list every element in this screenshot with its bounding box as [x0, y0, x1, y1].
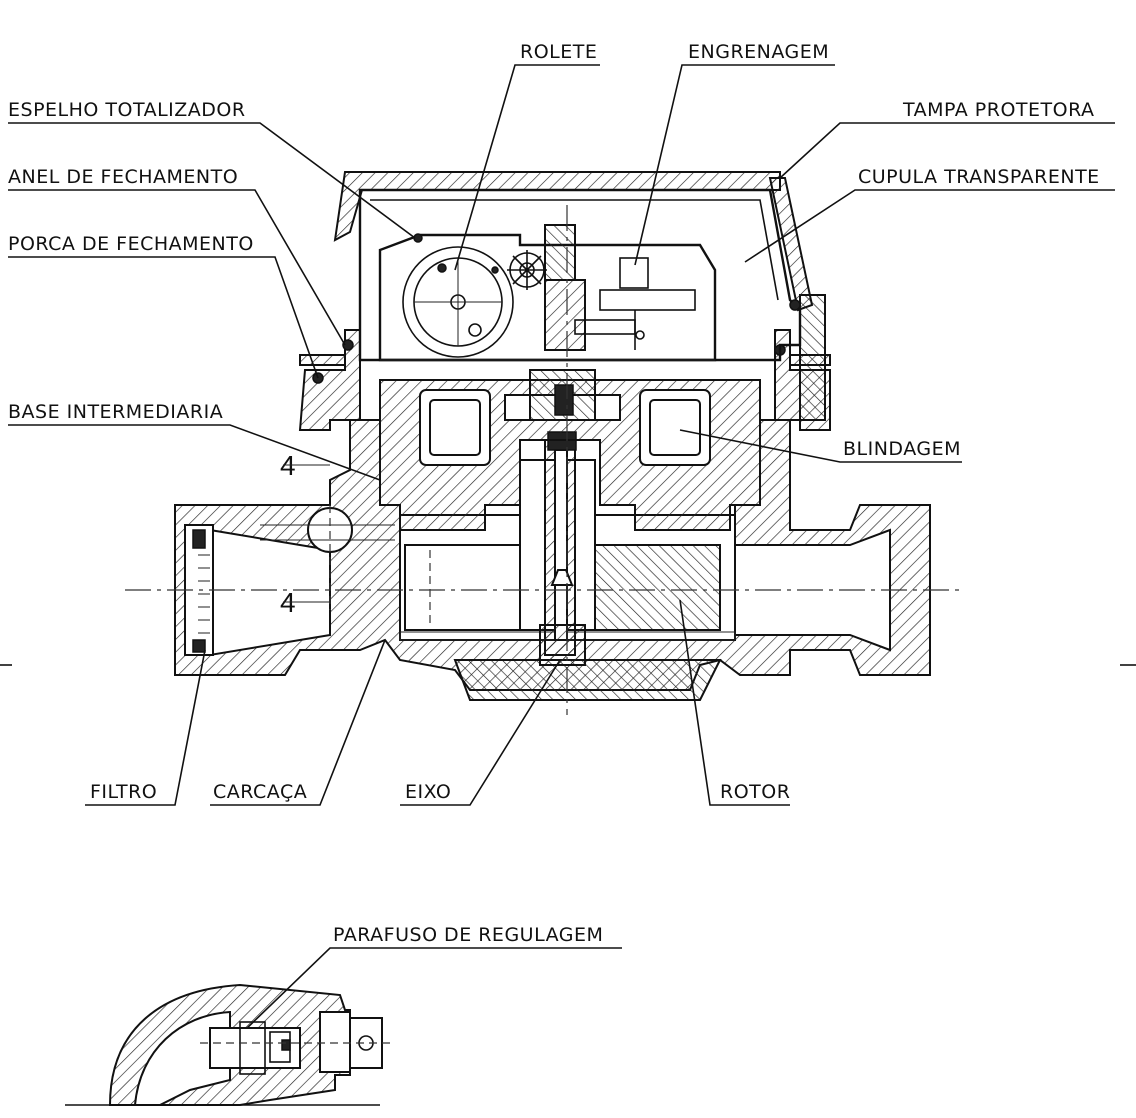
center-lines — [0, 205, 1136, 715]
espelho-totalizador — [378, 233, 717, 362]
label-espelho-totalizador: ESPELHO TOTALIZADOR — [8, 99, 246, 121]
label-cupula-transparente: CUPULA TRANSPARENTE — [858, 166, 1100, 188]
eixo-shaft — [539, 431, 586, 666]
label-carcaca: CARCAÇA — [213, 781, 307, 803]
base-intermediaria — [379, 369, 761, 531]
label-filtro: FILTRO — [90, 781, 157, 803]
bypass-regulation-channel: 4 4 — [260, 450, 395, 618]
label-rolete: ROLETE — [520, 41, 597, 63]
label-rotor: ROTOR — [720, 781, 790, 803]
porca-e-anel — [298, 294, 831, 431]
leader-lines — [8, 64, 1115, 1031]
label-base-intermediaria: BASE INTERMEDIARIA — [8, 401, 223, 423]
engrenagem-gears — [507, 224, 696, 351]
label-engrenagem: ENGRENAGEM — [688, 41, 829, 63]
rolete-roller — [402, 246, 514, 358]
label-anel-de-fechamento: ANEL DE FECHAMENTO — [8, 166, 238, 188]
label-eixo: EIXO — [405, 781, 451, 803]
label-parafuso-de-regulagem: PARAFUSO DE REGULAGEM — [333, 924, 603, 946]
parafuso-detail — [65, 983, 390, 1106]
labels: ROLETE ENGRENAGEM ESPELHO TOTALIZADOR TA… — [8, 41, 1100, 946]
label-blindagem: BLINDAGEM — [843, 438, 961, 460]
label-porca-de-fechamento: PORCA DE FECHAMENTO — [8, 233, 254, 255]
label-tampa-protetora: TAMPA PROTETORA — [902, 99, 1095, 121]
tampa-protetora — [333, 171, 814, 312]
